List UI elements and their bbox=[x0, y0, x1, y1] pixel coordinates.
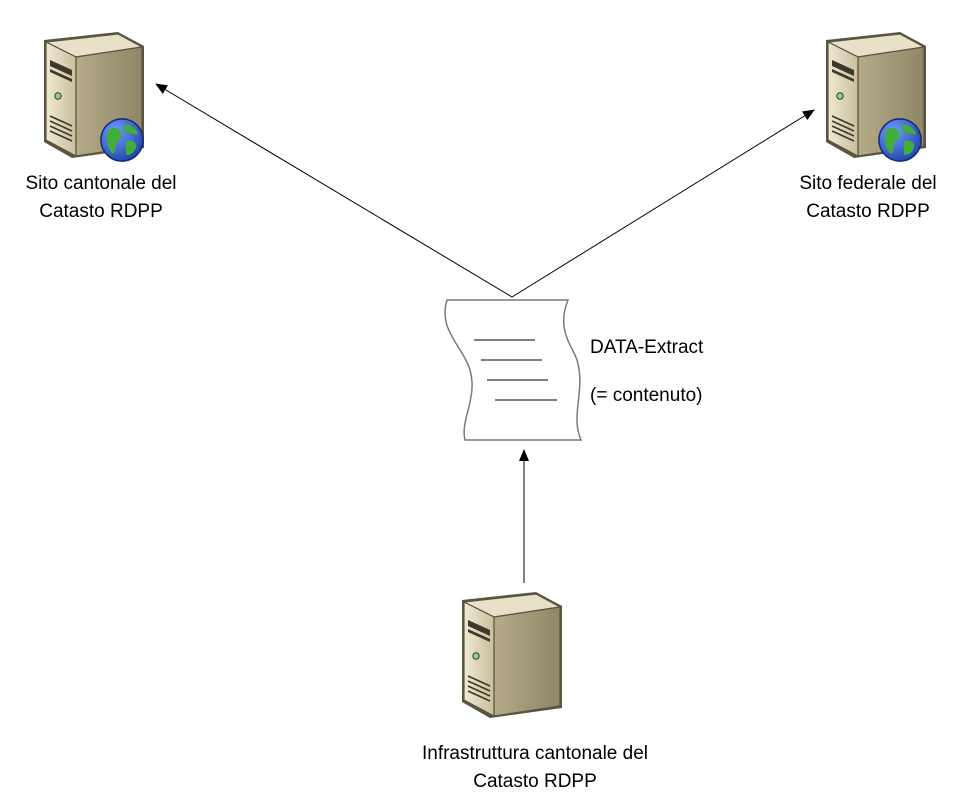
federal-site-label-line1: Sito federale del bbox=[799, 173, 937, 194]
cantonal-site-label-line2: Catasto RDPP bbox=[39, 201, 163, 222]
federal-site-server-icon bbox=[825, 31, 927, 162]
data-extract-label-subtitle: (= contenuto) bbox=[590, 385, 703, 406]
cantonal-site-label: Sito cantonale del Catasto RDPP bbox=[0, 170, 202, 226]
infrastructure-label-line1: Infrastruttura cantonale del bbox=[421, 743, 649, 764]
connector-extract-to-federal-site bbox=[511, 109, 815, 298]
infrastructure-server-icon bbox=[461, 591, 563, 719]
data-extract-document-icon bbox=[444, 299, 583, 441]
cantonal-site-label-line1: Sito cantonale del bbox=[25, 173, 177, 194]
federal-site-label: Sito federale del Catasto RDPP bbox=[768, 170, 963, 226]
connector-extract-to-cantonal-site bbox=[155, 83, 513, 298]
data-extract-label-title: DATA-Extract bbox=[590, 337, 704, 358]
infrastructure-label: Infrastruttura cantonale del Catasto RDP… bbox=[355, 740, 715, 796]
federal-site-label-line2: Catasto RDPP bbox=[806, 201, 930, 222]
cantonal-site-server-icon bbox=[43, 31, 145, 162]
infrastructure-label-line2: Catasto RDPP bbox=[473, 771, 597, 792]
data-extract-label: DATA-Extract (= contenuto) bbox=[590, 334, 703, 410]
